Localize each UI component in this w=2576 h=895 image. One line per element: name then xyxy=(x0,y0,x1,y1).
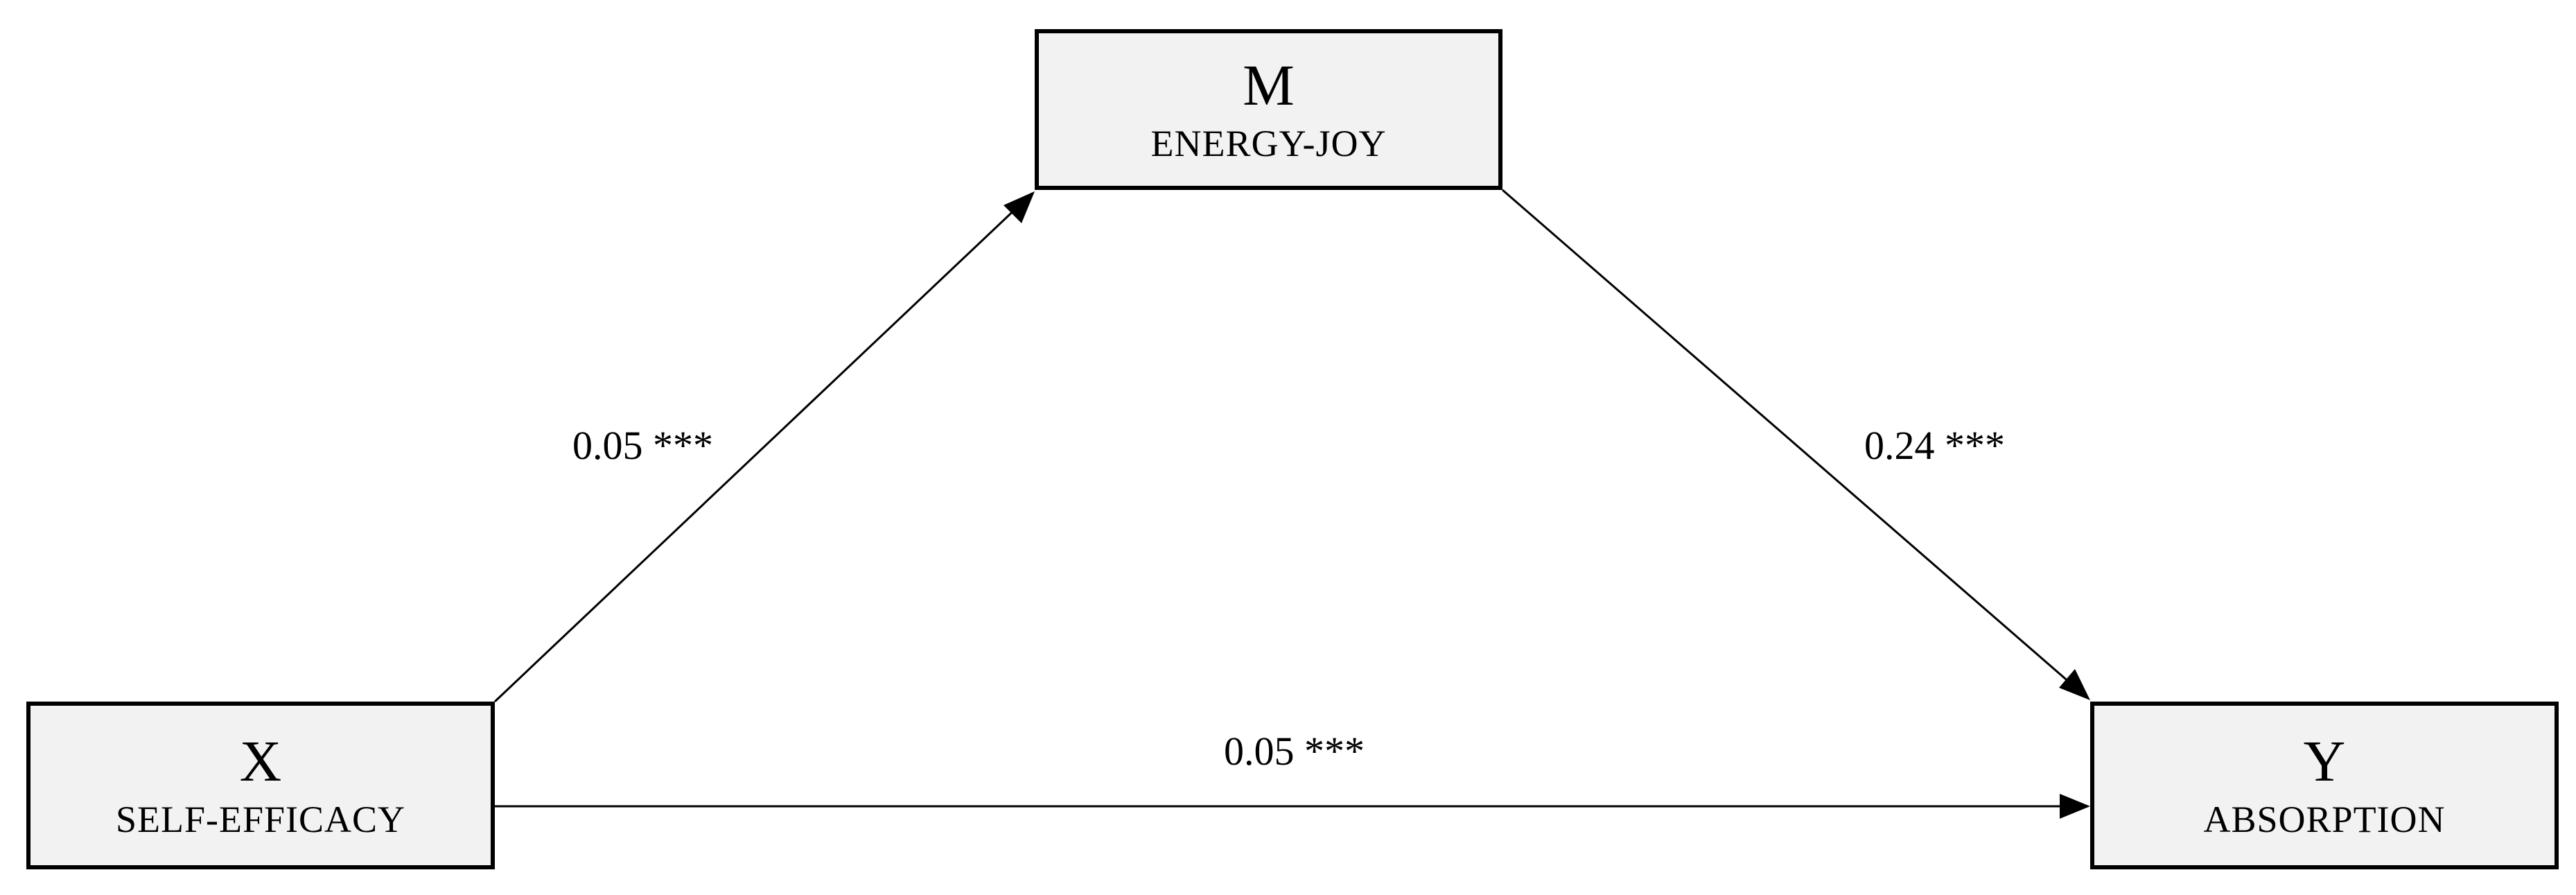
predictor-name: SELF-EFFICACY xyxy=(115,799,406,840)
arrowhead-x-to-y xyxy=(2060,794,2090,819)
outcome-name: ABSORPTION xyxy=(2203,799,2446,840)
path-a-coefficient: 0.05 *** xyxy=(572,423,713,468)
mediator-letter: M xyxy=(1243,53,1295,118)
mediator-box: M ENERGY-JOY xyxy=(1035,29,1502,190)
predictor-box: X SELF-EFFICACY xyxy=(26,702,495,869)
arrow-x-to-m xyxy=(493,192,1033,703)
path-c-coefficient: 0.05 *** xyxy=(1224,729,1365,774)
mediator-name: ENERGY-JOY xyxy=(1150,123,1387,164)
arrowhead-x-to-m xyxy=(1004,191,1035,223)
path-b-coefficient: 0.24 *** xyxy=(1864,423,2005,468)
outcome-box: Y ABSORPTION xyxy=(2090,702,2559,869)
outcome-letter: Y xyxy=(2303,729,2346,794)
predictor-letter: X xyxy=(239,729,282,794)
arrow-m-to-y xyxy=(1502,189,2087,698)
arrowhead-m-to-y xyxy=(2059,669,2090,700)
